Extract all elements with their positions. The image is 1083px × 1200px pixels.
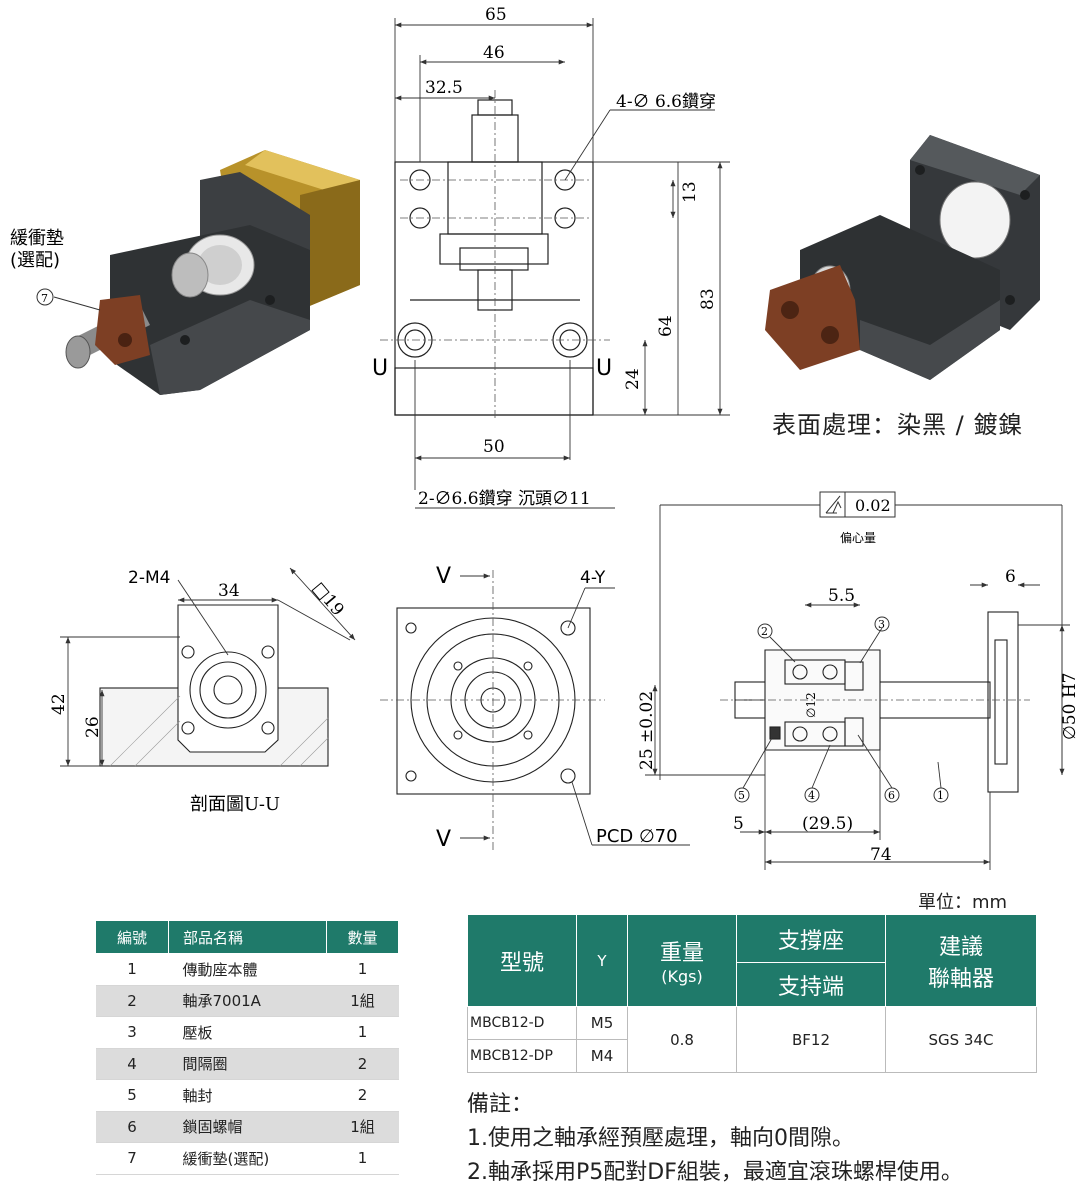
- section-mark-u-right: U: [596, 356, 612, 381]
- front-view: [394, 99, 594, 416]
- dim-42: 42: [49, 693, 69, 715]
- svg-text:3: 3: [878, 618, 885, 631]
- section-uu-view: [99, 604, 329, 767]
- cross-section-view: [734, 611, 1019, 793]
- top-view: [396, 607, 591, 795]
- section-mark-v-top: V: [436, 564, 451, 589]
- dim-46: 46: [483, 43, 505, 63]
- spec-header-weight: 重量 (Kgs): [627, 914, 737, 1007]
- section-mark-v-bottom: V: [436, 827, 451, 852]
- runout-icon: [825, 495, 842, 514]
- eccentric-label: 偏心量: [840, 530, 876, 545]
- dim-74: 74: [870, 845, 892, 865]
- dim-phi12: ∅12: [804, 692, 818, 718]
- spec-header-y: Y: [576, 914, 628, 1007]
- dim-26: 26: [83, 716, 103, 738]
- section-dimension-lines-right: [645, 504, 1070, 870]
- spec-header-coupling-2: 聯軸器: [927, 966, 994, 992]
- note-line-2: 2.軸承採用P5配對DF組裝，最適宜滾珠螺桿使用。: [467, 1160, 963, 1185]
- dim-25: 25 ±0.02: [637, 691, 657, 770]
- dim-64: 64: [656, 315, 676, 337]
- svg-text:6: 6: [888, 789, 895, 802]
- dim-50: 50: [483, 437, 505, 457]
- dim-29-5: (29.5): [802, 814, 853, 834]
- spec-header-support: 支撐座: [736, 914, 886, 963]
- dim-phi50: ∅50 H7: [1060, 673, 1080, 741]
- front-centerlines: [380, 90, 610, 420]
- surface-treatment-label: 表面處理：染黑 / 鍍鎳: [772, 411, 1024, 439]
- section-callouts: 5 4 6 1 2 3: [734, 616, 949, 803]
- section-dimension-lines: [60, 567, 356, 767]
- dim-5-5: 5.5: [828, 586, 855, 606]
- svg-text:4: 4: [808, 789, 815, 802]
- product-render-right: [765, 135, 1040, 380]
- parts-header-qty: 數量: [326, 920, 399, 954]
- section-uu-caption: 剖面圖U-U: [190, 794, 280, 815]
- tolerance-value: 0.02: [855, 496, 891, 515]
- dim-2-m4: 2-M4: [128, 568, 170, 588]
- spec-header-weight-label: 重量: [659, 941, 704, 966]
- buffer-pad-label: 緩衝墊: [10, 228, 64, 249]
- spec-header-model: 型號: [467, 914, 577, 1007]
- dim-34: 34: [218, 581, 240, 601]
- spec-header-coupling: 建議 聯軸器: [885, 914, 1037, 1007]
- table-row: MBCB12-D M5 0.8 BF12 SGS 34C: [467, 1006, 1037, 1073]
- spec-header-weight-unit: (Kgs): [661, 967, 703, 986]
- note-line-1: 1.使用之軸承經預壓處理，軸向0間隙。: [467, 1126, 854, 1151]
- notes-title: 備註：: [467, 1092, 534, 1117]
- front-dimension-lines: [394, 18, 730, 509]
- hole-2-note: 2-∅6.6鑽穿 沉頭∅11: [418, 489, 591, 509]
- dim-sq19: □19: [308, 578, 348, 620]
- spec-table: 型號 Y 重量 (Kgs) 支撐座 建議 聯軸器 支持端 MBCB12-D M5…: [467, 914, 1037, 1073]
- notes: 備註： 1.使用之軸承經預壓處理，軸向0間隙。 2.軸承採用P5配對DF組裝，最…: [467, 1088, 963, 1190]
- spec-header-support-end: 支持端: [736, 962, 886, 1007]
- dim-32-5: 32.5: [425, 78, 463, 98]
- parts-header-no: 編號: [95, 920, 169, 954]
- dim-24: 24: [623, 368, 643, 390]
- section-hatch: [109, 695, 329, 767]
- dim-6: 6: [1005, 567, 1016, 587]
- buffer-pad-optional-label: (選配): [10, 250, 60, 271]
- svg-text:2: 2: [761, 625, 768, 638]
- svg-text:1: 1: [937, 789, 944, 802]
- dim-65: 65: [485, 5, 507, 25]
- top-centerlines: [380, 570, 605, 850]
- svg-text:5: 5: [738, 789, 745, 802]
- dim-13: 13: [680, 181, 700, 203]
- callout-7: 7: [41, 292, 48, 305]
- unit-label: 單位：mm: [918, 892, 1008, 913]
- dim-83: 83: [698, 288, 718, 310]
- table-row: MBCB12-DP M4: [467, 1039, 1037, 1073]
- dim-4-y: 4-Y: [580, 568, 606, 588]
- section-mark-u-left: U: [372, 356, 388, 381]
- product-render-left: [65, 150, 360, 395]
- top-view-leaders: [460, 573, 690, 846]
- spec-header-coupling-1: 建議: [938, 934, 983, 960]
- parts-header-name: 部品名稱: [168, 920, 327, 954]
- tolerance-frame: [819, 491, 896, 518]
- dim-5: 5: [733, 814, 744, 834]
- callout-7-circle: [36, 288, 54, 306]
- hole-4-note: 4-∅ 6.6鑽穿: [616, 92, 716, 112]
- dim-pcd: PCD ∅70: [596, 826, 678, 847]
